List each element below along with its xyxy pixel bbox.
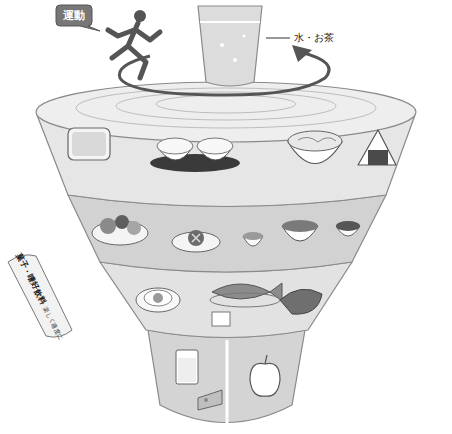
speech-bubble-outline (56, 5, 100, 31)
exercise-bubble-text: 運動 (63, 8, 85, 23)
water-tea-label: 水・お茶 (294, 31, 334, 45)
exercise-bubble: 運動 (56, 5, 92, 26)
sweets-ribbon-band: 菓子・嗜好飲料楽しく適度に (11, 248, 69, 345)
